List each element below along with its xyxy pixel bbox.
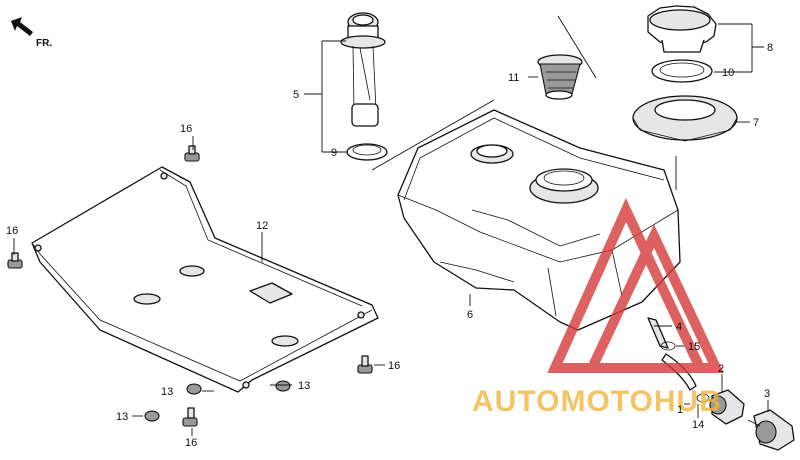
callout-13-b: 13 (298, 380, 310, 392)
bolt-16-right (357, 355, 373, 374)
front-direction-label: FR. (36, 38, 52, 49)
callout-13-c: 13 (116, 411, 128, 423)
callout-10: 10 (722, 67, 734, 79)
callout-9: 9 (331, 147, 337, 159)
callout-8: 8 (767, 42, 773, 54)
callout-16-top: 16 (180, 123, 192, 135)
front-direction-arrow: FR. (11, 17, 52, 49)
filler-cushion (632, 95, 738, 142)
callout-2: 2 (718, 363, 724, 375)
bolt-16-bottom (182, 407, 198, 427)
fuel-filter (747, 409, 795, 451)
callout-16-bottom: 16 (185, 437, 197, 449)
bolt-16-top (184, 145, 200, 162)
callout-4: 4 (676, 321, 682, 333)
fuel-cap (647, 5, 717, 53)
leader-lines (13, 15, 769, 436)
fuel-cock (709, 389, 745, 425)
callout-6: 6 (467, 309, 473, 321)
nut-13-a (186, 383, 202, 395)
under-guard-plate (31, 166, 379, 393)
callout-13-a: 13 (161, 386, 173, 398)
clip-14 (696, 393, 710, 403)
automotohub-watermark-logo: AUTOMOTOHUB (472, 198, 724, 418)
cap-gasket (651, 59, 713, 83)
callout-16-left: 16 (6, 225, 18, 237)
callout-15: 15 (688, 341, 700, 353)
nut-13-b (275, 380, 291, 392)
callout-14: 14 (692, 419, 704, 431)
callout-16-right: 16 (388, 360, 400, 372)
callout-3: 3 (764, 388, 770, 400)
callout-1: 1 (677, 404, 683, 416)
nut-13-c (144, 410, 160, 422)
bolt-16-left (7, 252, 23, 269)
callout-7: 7 (753, 117, 759, 129)
callout-5: 5 (293, 89, 299, 101)
callout-12: 12 (256, 220, 268, 232)
callout-labels: 1 2 3 4 5 6 7 8 9 10 11 12 13 13 13 14 1… (6, 42, 773, 449)
automotohub-watermark-text: AUTOMOTOHUB (472, 385, 722, 418)
fuel-tank (397, 109, 681, 349)
callout-11: 11 (508, 72, 519, 84)
fuel-strainer (537, 54, 583, 100)
fuel-gauge-unit (340, 12, 386, 127)
tube-clip-15 (660, 341, 676, 351)
gauge-gasket (346, 143, 388, 161)
